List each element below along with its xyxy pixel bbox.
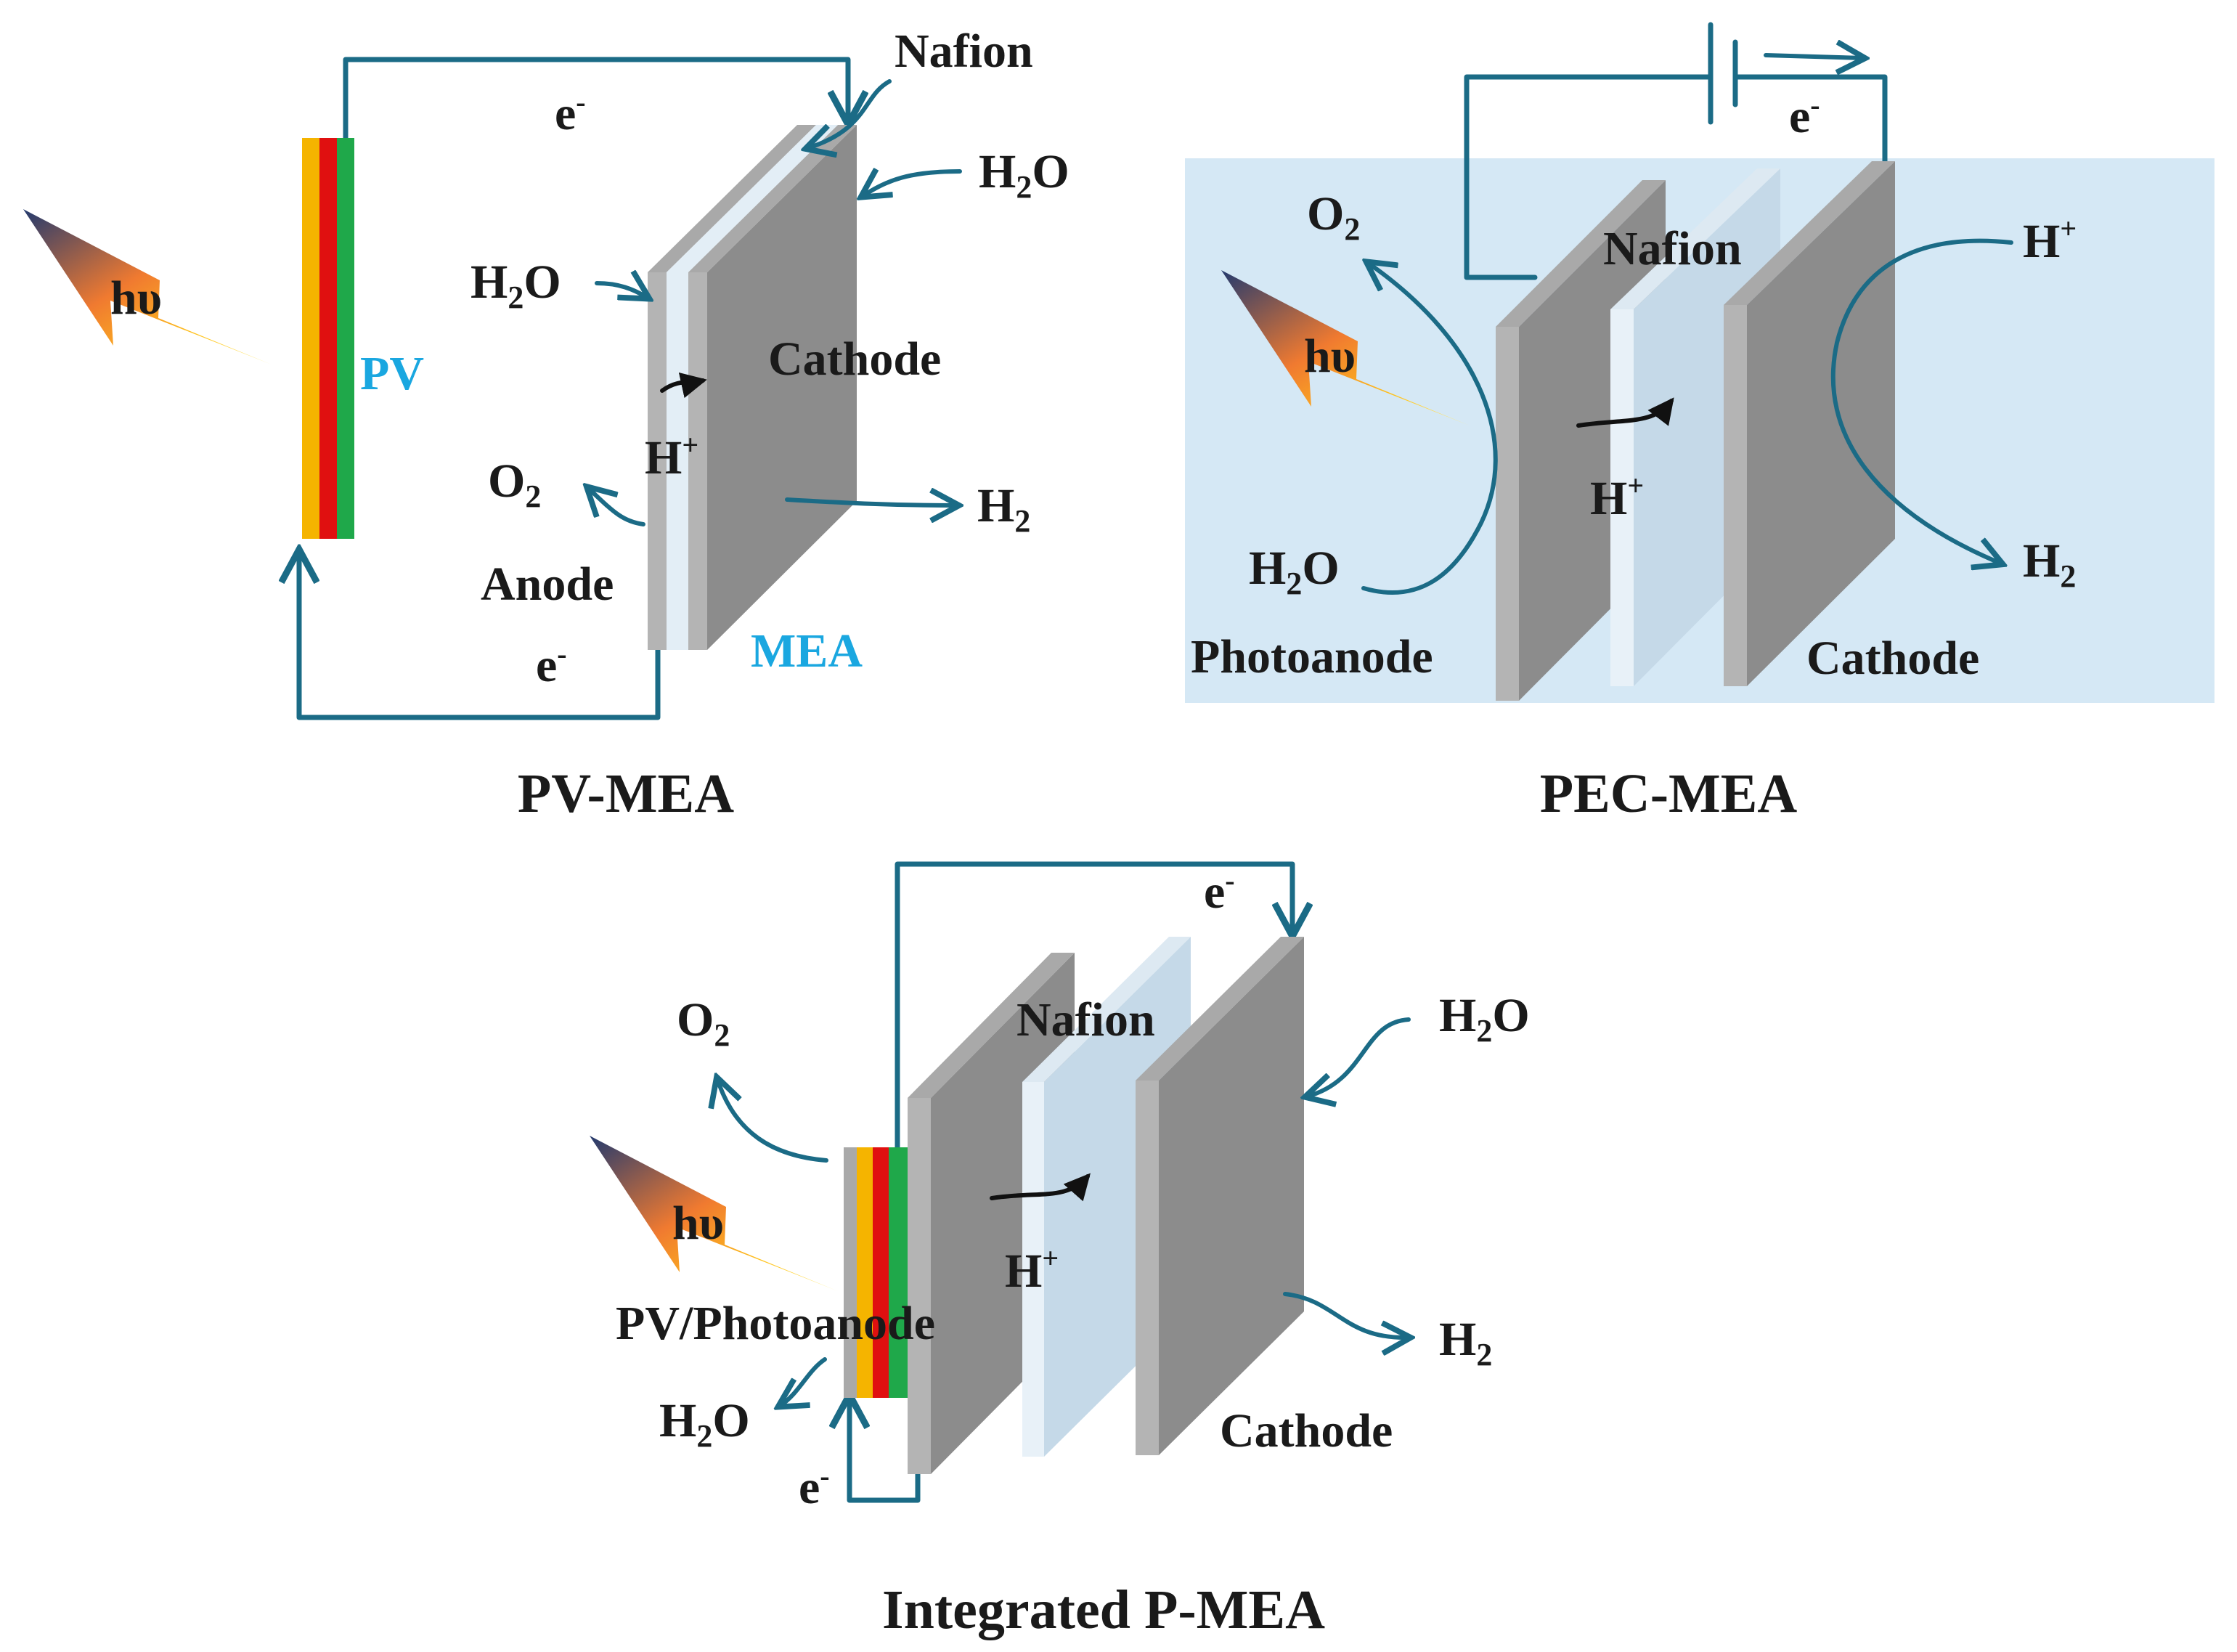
integrated-pv-green bbox=[889, 1147, 908, 1398]
pec-mea-o2-label: O2 bbox=[1307, 187, 1360, 247]
pv-mea-h2o-anode-arrow bbox=[595, 283, 648, 298]
pv-stripe-green bbox=[337, 138, 354, 539]
integrated-o2-label: O2 bbox=[677, 993, 730, 1053]
integrated-cathode-face bbox=[1159, 937, 1304, 1455]
pec-cathode-edge bbox=[1724, 305, 1747, 686]
mea-membrane-top bbox=[648, 125, 816, 272]
pv-mea-h2-label: H2 bbox=[977, 479, 1030, 539]
mea-nafion-plate bbox=[667, 272, 688, 650]
integrated-cathode-edge bbox=[1136, 1081, 1159, 1455]
pec-mea-proton-arrow bbox=[1576, 397, 1674, 428]
integrated-h2-label: H2 bbox=[1439, 1313, 1492, 1372]
pv-mea-panel: hυ e- Nafion H2O H2O Cathode PV H+ O2 H2… bbox=[23, 25, 1069, 824]
pv-mea-h2o-cathode-arrow bbox=[863, 171, 962, 196]
integrated-e-bottom: e- bbox=[799, 1460, 830, 1514]
pec-mea-nafion-label: Nafion bbox=[1603, 222, 1742, 275]
pec-cathode-top bbox=[1724, 161, 1895, 305]
integrated-h2o-anode-label: H2O bbox=[659, 1394, 750, 1454]
pv-mea-o2-label: O2 bbox=[488, 455, 541, 514]
pec-mea-e-label: e- bbox=[1789, 89, 1820, 143]
pv-mea-e-top-base: e bbox=[555, 87, 576, 140]
pv-label: PV bbox=[360, 347, 424, 400]
pv-mea-cathode-label: Cathode bbox=[768, 333, 941, 386]
pv-mea-nafion-label: Nafion bbox=[895, 25, 1033, 78]
integrated-h2o-cathode-arrow bbox=[1307, 1017, 1411, 1096]
pec-mea-o2-curve bbox=[1364, 263, 1498, 595]
integrated-nafion-label: Nafion bbox=[1016, 993, 1155, 1046]
pec-mea-h-cathode-curve bbox=[1830, 238, 2013, 563]
pv-mea-nafion-pointer bbox=[807, 79, 892, 148]
pec-nafion-top bbox=[1610, 168, 1780, 309]
integrated-pv-yellow bbox=[857, 1147, 873, 1398]
mea-cathode-edge bbox=[688, 272, 707, 650]
integrated-anode-edge bbox=[908, 1098, 931, 1474]
integrated-hplus-label: H+ bbox=[1005, 1242, 1059, 1298]
integrated-p-mea-panel: hυ e- O2 Nafion H2O H+ PV/Photoanode H2 … bbox=[590, 861, 1530, 1640]
pec-nafion-edge bbox=[1610, 309, 1634, 686]
integrated-caption: Integrated P-MEA bbox=[882, 1579, 1325, 1640]
integrated-nafion-top bbox=[1022, 937, 1191, 1082]
integrated-cathode-label: Cathode bbox=[1220, 1404, 1393, 1457]
integrated-h2o-anode-arrow bbox=[780, 1357, 827, 1406]
pv-mea-e-bottom: e- bbox=[536, 638, 567, 692]
mea-anode-plate bbox=[648, 272, 667, 650]
photoanode-edge bbox=[1496, 327, 1519, 701]
pv-mea-e-top: e- bbox=[555, 86, 586, 140]
pec-mea-panel: hυ e- O2 Nafion H+ H+ H2O H2 Photoanode … bbox=[1185, 22, 2214, 824]
pec-mea-h2o-label: H2O bbox=[1249, 542, 1340, 601]
pv-mea-top-wire bbox=[343, 57, 848, 141]
pv-mea-hplus-label: H+ bbox=[645, 428, 698, 484]
mea-cathode-top bbox=[688, 125, 857, 272]
mea-label: MEA bbox=[751, 624, 863, 678]
integrated-h2o-cathode-label: H2O bbox=[1439, 989, 1530, 1049]
integrated-cathode-top bbox=[1136, 937, 1304, 1081]
pv-mea-caption: PV-MEA bbox=[518, 763, 734, 824]
pec-mea-hplus-center-label: H+ bbox=[1590, 469, 1644, 525]
pv-stripe-yellow bbox=[302, 138, 319, 539]
pv-mea-h2-arrow bbox=[785, 500, 957, 505]
pec-mea-right-wire bbox=[1732, 74, 1888, 164]
integrated-hv-label: hυ bbox=[672, 1197, 724, 1250]
photoanode-top bbox=[1496, 180, 1666, 327]
mea-membrane-edge bbox=[667, 125, 838, 272]
pec-mea-hplus-right-label: H+ bbox=[2023, 212, 2077, 268]
integrated-bottom-wire bbox=[849, 1397, 921, 1503]
pv-mea-h2o-cathode-label: H2O bbox=[979, 145, 1069, 205]
integrated-e-top: e- bbox=[1204, 864, 1235, 919]
integrated-photoanode-layer bbox=[844, 1147, 857, 1398]
pec-mea-current-arrow bbox=[1764, 55, 1863, 58]
integrated-nafion-edge bbox=[1022, 1082, 1044, 1457]
integrated-proton-arrow bbox=[990, 1173, 1091, 1202]
pec-mea-h2-label: H2 bbox=[2023, 534, 2076, 594]
integrated-pv-photoanode-label: PV/Photoanode bbox=[616, 1297, 935, 1350]
pv-mea-bottom-wire bbox=[299, 552, 661, 720]
pec-mea-caption: PEC-MEA bbox=[1540, 763, 1798, 824]
pv-stripe-red bbox=[319, 138, 337, 539]
integrated-top-wire bbox=[895, 861, 1292, 1150]
mea-cathode-face bbox=[707, 125, 857, 650]
pec-mea-cathode-label: Cathode bbox=[1806, 632, 1979, 685]
pv-mea-o2-arrow bbox=[588, 488, 645, 526]
integrated-pv-red bbox=[873, 1147, 889, 1398]
pv-mea-hv-label: hυ bbox=[110, 272, 162, 325]
pv-mea-proton-arrow bbox=[660, 372, 707, 399]
pec-mea-hv-label: hυ bbox=[1304, 330, 1356, 383]
integrated-anode-top bbox=[908, 953, 1075, 1098]
integrated-o2-arrow bbox=[717, 1079, 828, 1163]
pec-mea-left-wire bbox=[1464, 74, 1714, 280]
photoanode-label: Photoanode bbox=[1191, 630, 1433, 683]
pv-mea-h2o-anode-label: H2O bbox=[470, 256, 561, 315]
pv-mea-anode-label: Anode bbox=[481, 558, 614, 611]
integrated-h2-arrow bbox=[1283, 1292, 1409, 1338]
